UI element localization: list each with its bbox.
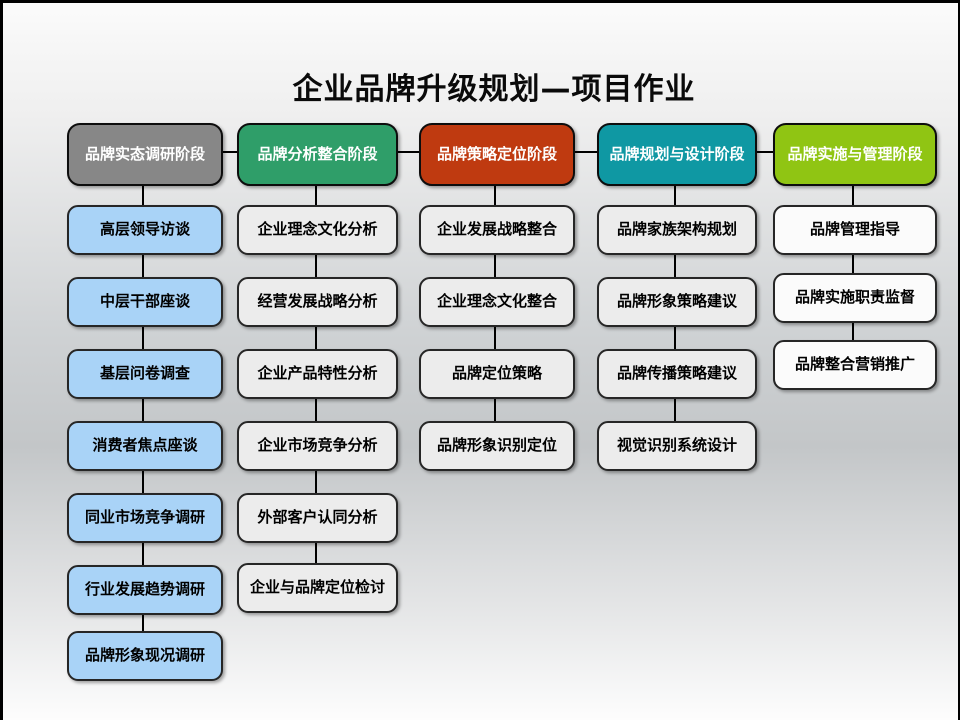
stage-header-3: 品牌策略定位阶段 — [419, 123, 575, 186]
stage-header-5: 品牌实施与管理阶段 — [773, 123, 937, 186]
slide-border-left — [0, 0, 3, 720]
task-box-3-4: 品牌形象识别定位 — [419, 421, 575, 471]
task-box-4-4: 视觉识别系统设计 — [597, 421, 757, 471]
task-box-1-2: 中层干部座谈 — [67, 277, 223, 327]
task-box-2-2: 经营发展战略分析 — [237, 277, 398, 327]
task-box-1-7: 品牌形象现况调研 — [67, 631, 223, 681]
task-box-2-5: 外部客户认同分析 — [237, 493, 398, 543]
task-box-3-2: 企业理念文化整合 — [419, 277, 575, 327]
column-connector-line — [142, 178, 144, 654]
slide-border-right — [958, 0, 960, 720]
task-box-2-6: 企业与品牌定位检讨 — [237, 563, 398, 613]
task-box-1-6: 行业发展趋势调研 — [67, 565, 223, 615]
task-box-1-1: 高层领导访谈 — [67, 205, 223, 255]
task-box-4-3: 品牌传播策略建议 — [597, 349, 757, 399]
task-box-2-4: 企业市场竞争分析 — [237, 421, 398, 471]
task-box-5-2: 品牌实施职责监督 — [773, 273, 937, 323]
task-box-1-5: 同业市场竞争调研 — [67, 493, 223, 543]
task-box-3-1: 企业发展战略整合 — [419, 205, 575, 255]
task-box-1-3: 基层问卷调查 — [67, 349, 223, 399]
task-box-2-3: 企业产品特性分析 — [237, 349, 398, 399]
slide-border-top — [0, 0, 960, 3]
task-box-1-4: 消费者焦点座谈 — [67, 421, 223, 471]
task-box-5-3: 品牌整合营销推广 — [773, 340, 937, 390]
task-box-4-1: 品牌家族架构规划 — [597, 205, 757, 255]
page-title: 企业品牌升级规划—项目作业 — [292, 72, 696, 107]
stage-header-4: 品牌规划与设计阶段 — [597, 123, 757, 186]
stage-header-1: 品牌实态调研阶段 — [67, 123, 223, 186]
task-box-5-1: 品牌管理指导 — [773, 205, 937, 255]
stage-header-2: 品牌分析整合阶段 — [237, 123, 398, 186]
task-box-3-3: 品牌定位策略 — [419, 349, 575, 399]
column-connector-line — [852, 178, 854, 363]
task-box-2-1: 企业理念文化分析 — [237, 205, 398, 255]
task-box-4-2: 品牌形象策略建议 — [597, 277, 757, 327]
